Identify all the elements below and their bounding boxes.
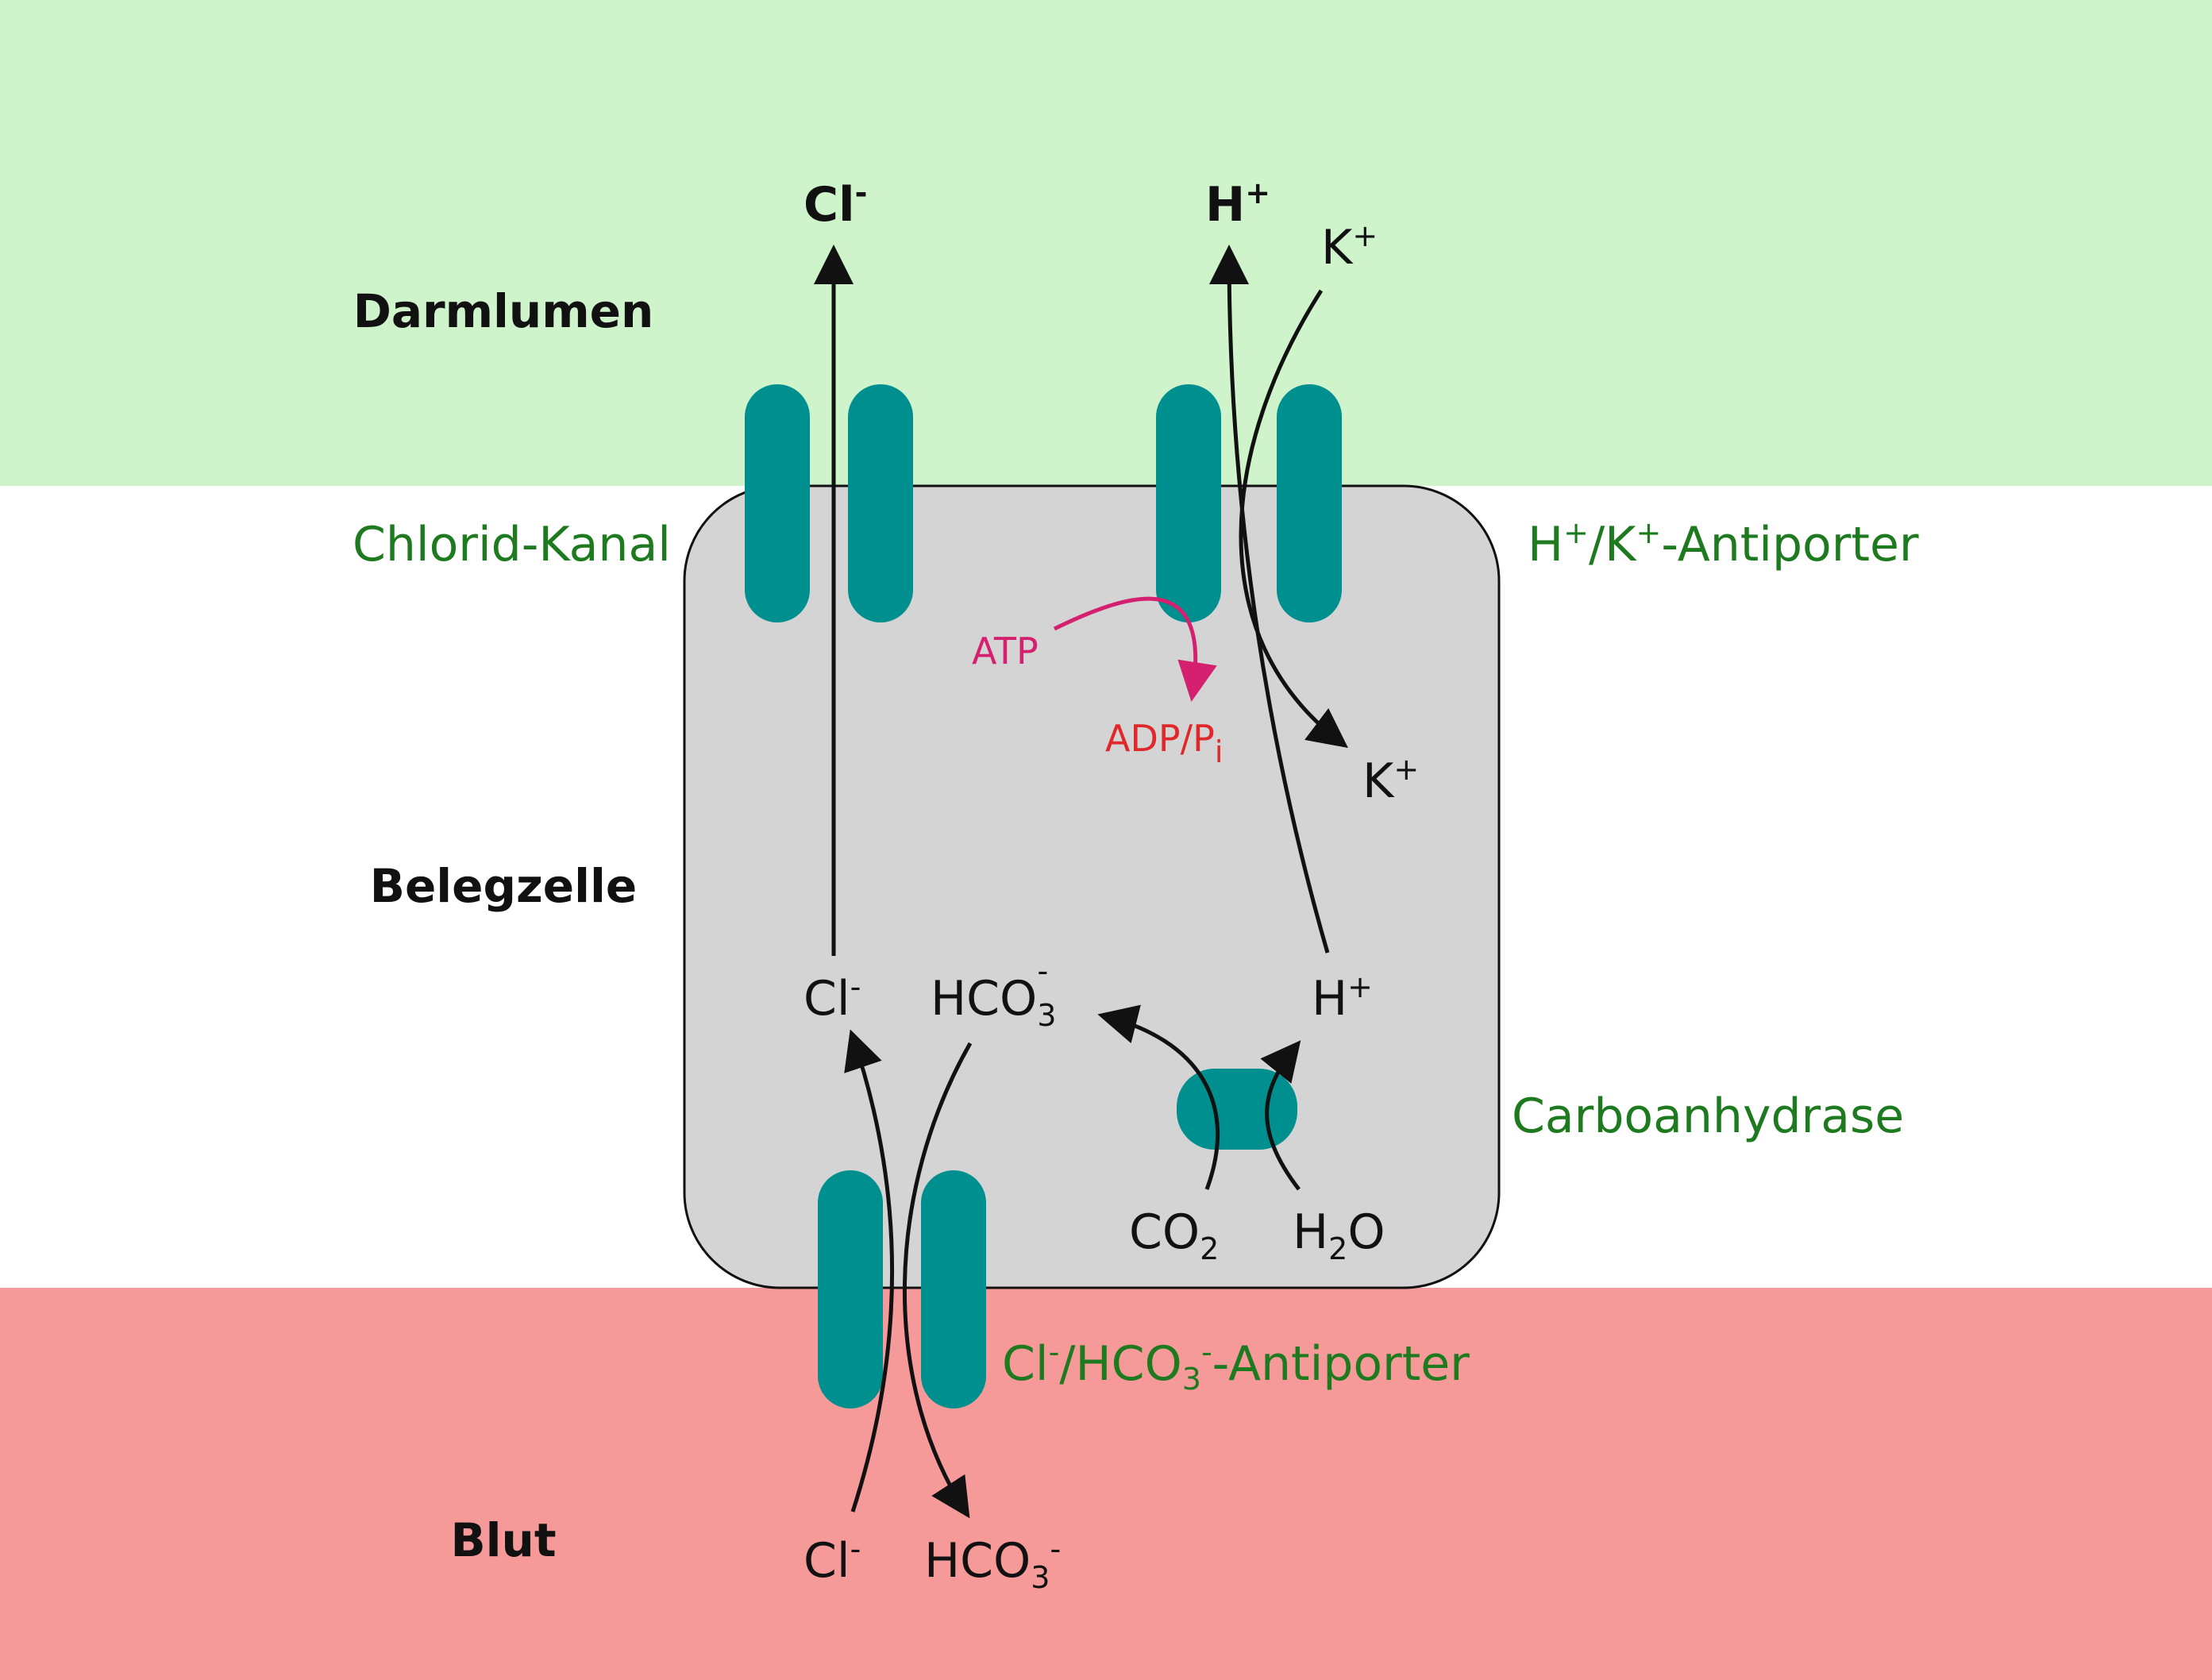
cl-hco3-antiporter-subunit-left <box>818 1170 883 1408</box>
chloride-uptake-arrow <box>844 1029 894 1512</box>
cl-hco3-antiporter-label: Cl-/HCO3--Antiporter <box>1002 1335 1470 1397</box>
hk-antiporter-subunit-left <box>1156 384 1221 622</box>
potassium-lumen: K+ <box>1321 218 1378 276</box>
chloride-channel-subunit-left <box>745 384 810 622</box>
bicarbonate-cell: HCO3- <box>931 954 1056 1033</box>
chloride-cell: Cl- <box>803 969 861 1027</box>
hk-antiporter-label: H+/K+-Antiporter <box>1528 515 1919 572</box>
chloride-channel <box>745 384 913 622</box>
adp-pi-label: ADP/Pi <box>1105 717 1223 769</box>
carbonic-anhydrase-enzyme <box>1177 1069 1297 1150</box>
water-to-proton-arrow <box>1260 1040 1301 1191</box>
bicarbonate-export-arrow <box>903 1042 973 1519</box>
atp-label: ATP <box>972 630 1039 672</box>
lumen-label: Darmlumen <box>353 284 654 338</box>
cl-hco3-antiporter-subunit-right <box>921 1170 986 1408</box>
hk-antiporter <box>1156 384 1342 622</box>
blood-region <box>0 1288 2212 1680</box>
chloride-lumen: Cl- <box>803 175 867 233</box>
parietal-cell <box>683 484 1501 1289</box>
hk-antiporter-subunit-right <box>1277 384 1342 622</box>
atp-hydrolysis-arrow <box>1053 596 1217 702</box>
water: H2O <box>1293 1204 1385 1266</box>
cl-hco3-antiporter <box>818 1170 986 1408</box>
bicarbonate-blood: HCO3- <box>924 1532 1061 1595</box>
carbonic-anhydrase-label: Carboanhydrase <box>1512 1089 1904 1144</box>
proton-cell: H+ <box>1312 969 1373 1027</box>
chloride-channel-subunit-right <box>848 384 913 622</box>
proton-lumen: H+ <box>1205 175 1270 233</box>
potassium-influx-arrow <box>1239 289 1348 749</box>
chloride-channel-label: Chlorid-Kanal <box>353 517 671 572</box>
blood-label: Blut <box>450 1513 556 1567</box>
chloride-blood: Cl- <box>803 1532 861 1589</box>
carbon-dioxide: CO2 <box>1129 1204 1219 1266</box>
lumen-region <box>0 0 2212 486</box>
cell-label: Belegzelle <box>370 859 637 913</box>
co2-to-bicarbonate-arrow <box>1097 1004 1220 1190</box>
potassium-cell: K+ <box>1362 752 1419 809</box>
